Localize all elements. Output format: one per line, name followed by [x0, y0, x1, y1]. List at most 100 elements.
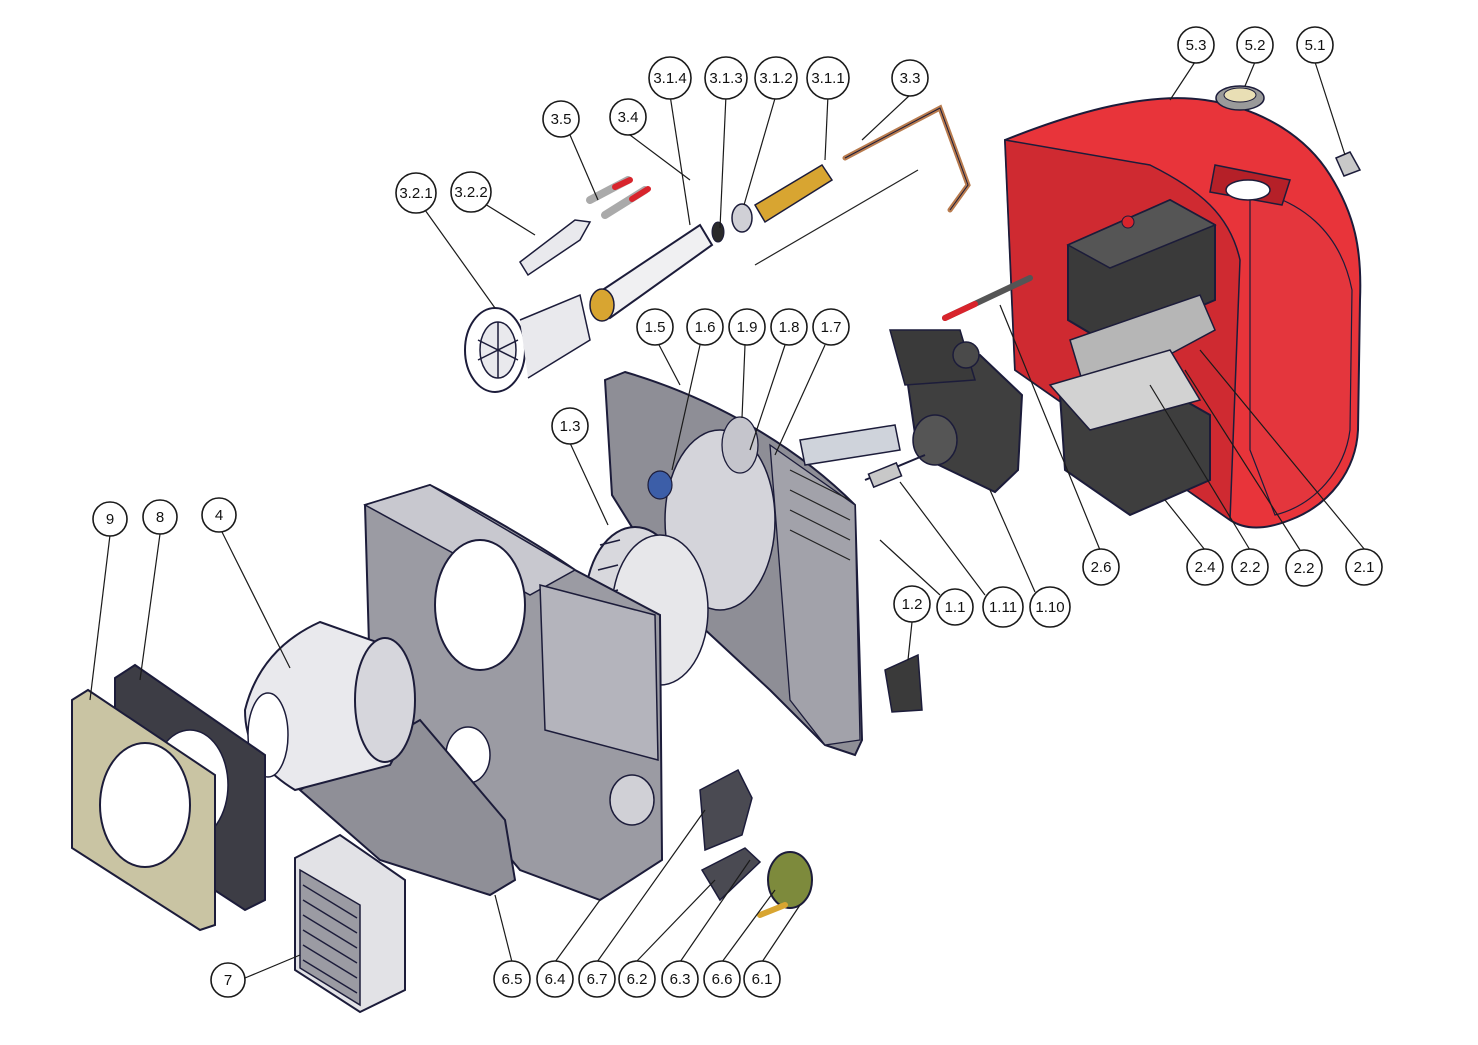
mounting-flange — [71, 688, 216, 932]
callouts: 9 8 4 7 6.5 6.4 6.7 6.2 6.3 6.6 6.1 1.2 … — [92, 26, 1383, 998]
callout-2-1: 2.1 — [1345, 548, 1383, 586]
callout-1-6: 1.6 — [686, 308, 724, 346]
sight-lens — [757, 851, 813, 918]
callout-3-3: 3.3 — [891, 59, 929, 97]
callout-label: 1.2 — [902, 596, 923, 613]
callout-label: 6.1 — [752, 971, 773, 988]
nozzle-holder — [589, 223, 714, 322]
callout-3-5: 3.5 — [542, 100, 580, 138]
callout-1-9: 1.9 — [728, 308, 766, 346]
callout-5-1: 5.1 — [1296, 26, 1334, 64]
electrodes — [586, 176, 651, 219]
callout-label: 1.8 — [779, 319, 800, 336]
callout-1-2: 1.2 — [893, 585, 931, 623]
callout-label: 1.1 — [945, 599, 966, 616]
callout-label: 6.6 — [712, 971, 733, 988]
callout-1-8: 1.8 — [770, 308, 808, 346]
callout-label: 8 — [156, 509, 164, 526]
callout-label: 1.7 — [821, 319, 842, 336]
axis-line — [754, 169, 919, 266]
callout-label: 1.5 — [645, 319, 666, 336]
plug-cap — [1215, 85, 1265, 111]
callout-label: 3.1.4 — [653, 70, 686, 87]
sight-glass — [647, 470, 673, 500]
callout-label: 1.11 — [989, 599, 1017, 616]
callout-2-4: 2.4 — [1186, 548, 1224, 586]
callout-label: 5.2 — [1245, 37, 1266, 54]
callout-3-2-1: 3.2.1 — [395, 172, 437, 214]
callout-3-4: 3.4 — [609, 98, 647, 136]
coupling-shaft — [864, 454, 926, 489]
leader-lines — [89, 61, 1366, 979]
callout-3-1-4: 3.1.4 — [648, 56, 692, 100]
callout-3-2-2: 3.2.2 — [450, 171, 492, 213]
callout-8: 8 — [142, 499, 178, 535]
callout-1-1: 1.1 — [936, 588, 974, 626]
callout-6-4: 6.4 — [536, 960, 574, 998]
callout-1-11: 1.11 — [982, 586, 1024, 628]
callout-label: 1.10 — [1035, 599, 1064, 616]
callout-6-5: 6.5 — [493, 960, 531, 998]
callout-label: 6.4 — [545, 971, 566, 988]
ignition-lead — [942, 275, 1033, 321]
flame-head — [464, 293, 591, 393]
callout-label: 6.2 — [627, 971, 648, 988]
fuel-pump — [889, 329, 1024, 494]
callout-4: 4 — [201, 497, 237, 533]
burner-housing — [363, 483, 664, 902]
callout-label: 5.1 — [1305, 37, 1326, 54]
damper-bracket — [700, 847, 762, 902]
callout-label: 1.6 — [695, 319, 716, 336]
callout-label: 2.2 — [1240, 559, 1261, 576]
cover-screw — [1335, 151, 1362, 177]
callout-label: 5.3 — [1186, 37, 1207, 54]
electrode-bracket — [519, 219, 592, 277]
callout-9: 9 — [92, 501, 128, 537]
callout-6-1: 6.1 — [743, 960, 781, 998]
damper-knob — [699, 768, 753, 852]
callout-3-1-3: 3.1.3 — [704, 56, 748, 100]
callout-2-2a: 2.2 — [1231, 548, 1269, 586]
callout-label: 6.5 — [502, 971, 523, 988]
callout-label: 3.4 — [618, 109, 639, 126]
callout-label: 1.9 — [737, 319, 758, 336]
callout-label: 3.1.1 — [811, 70, 844, 87]
callout-1-10: 1.10 — [1029, 586, 1071, 628]
nozzle-seals — [711, 203, 753, 243]
callout-3-1-2: 3.1.2 — [754, 56, 798, 100]
transformer — [1048, 349, 1211, 517]
callout-label: 3.3 — [900, 70, 921, 87]
callout-label: 3.2.1 — [399, 185, 432, 202]
callout-2-6: 2.6 — [1082, 548, 1120, 586]
mounting-plate — [603, 370, 864, 757]
callout-6-3: 6.3 — [661, 960, 699, 998]
callout-label: 3.1.3 — [709, 70, 742, 87]
callout-label: 3.5 — [551, 111, 572, 128]
callout-label: 7 — [224, 972, 232, 989]
callout-1-5: 1.5 — [636, 308, 674, 346]
callout-label: 3.2.2 — [454, 184, 487, 201]
air-intake-grille — [294, 833, 406, 1014]
callout-label: 6.7 — [587, 971, 608, 988]
blast-tube — [243, 620, 416, 792]
cover-side-face — [1249, 189, 1353, 516]
small-bracket — [884, 653, 923, 713]
callout-label: 9 — [106, 511, 114, 528]
callout-6-6: 6.6 — [703, 960, 741, 998]
callout-label: 2.1 — [1354, 559, 1375, 576]
callout-3-1-1: 3.1.1 — [806, 56, 850, 100]
housing-air-inlet — [434, 539, 526, 671]
callout-label: 2.6 — [1091, 559, 1112, 576]
callout-7: 7 — [210, 962, 246, 998]
callout-label: 2.4 — [1195, 559, 1216, 576]
callout-label: 2.2 — [1294, 560, 1315, 577]
callout-6-2: 6.2 — [618, 960, 656, 998]
callout-2-2b: 2.2 — [1285, 549, 1323, 587]
callout-label: 6.3 — [670, 971, 691, 988]
callout-5-3: 5.3 — [1177, 26, 1215, 64]
control-box — [1066, 198, 1217, 391]
nozzle — [753, 163, 834, 224]
motor-shaft — [799, 424, 901, 466]
callout-6-7: 6.7 — [578, 960, 616, 998]
